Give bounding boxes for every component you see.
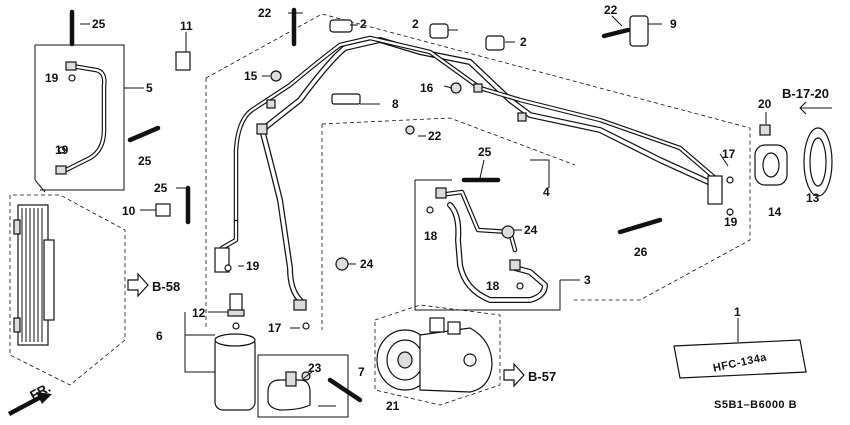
callout-13: 13 bbox=[806, 191, 820, 205]
callout-20: 20 bbox=[758, 97, 772, 111]
callout-8: 8 bbox=[392, 97, 399, 111]
suction-hose-3 bbox=[435, 187, 548, 303]
label-plate-1: HFC-134a bbox=[673, 339, 807, 379]
callout-18-a: 18 bbox=[424, 229, 438, 243]
callout-12: 12 bbox=[192, 306, 206, 320]
callout-24-b: 24 bbox=[524, 223, 538, 237]
callout-25-b: 25 bbox=[138, 154, 152, 168]
bracket-lines bbox=[34, 44, 739, 418]
reference-labels: B-58 B-57 B-17-20 FR. S5B1–B6000 B bbox=[27, 86, 829, 411]
callout-21: 21 bbox=[386, 399, 400, 413]
callout-24-a: 24 bbox=[360, 257, 374, 271]
callout-19-d: 19 bbox=[246, 259, 260, 273]
callout-19-b: 19 bbox=[55, 143, 69, 157]
ref-b58: B-58 bbox=[152, 279, 180, 294]
leader-lines bbox=[80, 12, 767, 407]
callout-17-a: 17 bbox=[722, 147, 736, 161]
compressor bbox=[376, 317, 493, 393]
discharge-pipe-5 bbox=[55, 61, 107, 175]
callout-18-b: 18 bbox=[486, 279, 500, 293]
callout-2-a: 2 bbox=[360, 17, 367, 31]
direction-arrows bbox=[8, 101, 832, 416]
front-arrow-icon bbox=[8, 392, 52, 416]
group-boundaries bbox=[9, 13, 751, 406]
callout-22-b: 22 bbox=[604, 3, 618, 17]
callout-17-b: 17 bbox=[268, 321, 282, 335]
receiver-bracket-7 bbox=[267, 371, 311, 411]
callout-22-c: 22 bbox=[428, 129, 442, 143]
seal-13-14 bbox=[754, 124, 833, 197]
callout-25-c: 25 bbox=[478, 145, 492, 159]
main-hose-assembly bbox=[219, 35, 723, 311]
callout-11: 11 bbox=[180, 19, 193, 33]
ref-b57: B-57 bbox=[528, 369, 556, 384]
callout-labels: 25 5 19 19 25 11 22 15 2 2 2 22 9 16 8 2… bbox=[45, 3, 820, 413]
callout-19-a: 19 bbox=[45, 71, 59, 85]
callout-7: 7 bbox=[358, 365, 365, 379]
callout-2-c: 2 bbox=[520, 35, 527, 49]
diagram-code: S5B1–B6000 B bbox=[714, 399, 797, 411]
callout-26: 26 bbox=[634, 245, 648, 259]
callout-1: 1 bbox=[734, 305, 741, 319]
callout-2-b: 2 bbox=[412, 17, 419, 31]
arrow-b57-icon bbox=[503, 362, 525, 388]
callout-23: 23 bbox=[308, 361, 322, 375]
callout-9: 9 bbox=[670, 17, 677, 31]
arrow-b58-icon bbox=[127, 272, 149, 298]
clamps bbox=[155, 15, 649, 217]
callout-14: 14 bbox=[768, 205, 782, 219]
condenser bbox=[13, 204, 55, 346]
bolts bbox=[58, 7, 734, 403]
receiver-dryer bbox=[214, 247, 256, 411]
ref-b17-20: B-17-20 bbox=[782, 86, 829, 101]
callout-6: 6 bbox=[156, 329, 163, 343]
callout-10: 10 bbox=[122, 204, 136, 218]
callout-5: 5 bbox=[146, 81, 153, 95]
callout-15: 15 bbox=[244, 69, 258, 83]
front-label: FR. bbox=[27, 380, 53, 403]
arrow-b1720-icon bbox=[799, 101, 832, 115]
callout-4: 4 bbox=[543, 185, 550, 199]
callout-19-c: 19 bbox=[724, 215, 738, 229]
callout-25-top: 25 bbox=[92, 17, 106, 31]
callout-22-a: 22 bbox=[258, 6, 272, 20]
callout-16: 16 bbox=[420, 81, 434, 95]
callout-3: 3 bbox=[584, 273, 591, 287]
callout-25-d: 25 bbox=[154, 181, 168, 195]
